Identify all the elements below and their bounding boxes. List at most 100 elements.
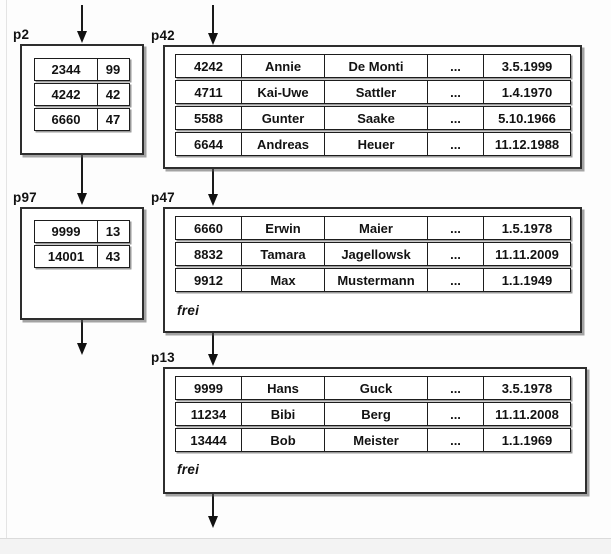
page-label-p42: p42 [151, 28, 175, 43]
cell-firstname: Andreas [240, 132, 326, 156]
cell-firstname: Erwin [240, 216, 326, 240]
arrow-shaft [212, 5, 214, 33]
free-space-label: frei [177, 462, 200, 477]
cell-date: 3.5.1999 [483, 54, 571, 78]
cell-page-ref: 47 [96, 108, 130, 131]
cell-lastname: Sattler [324, 80, 428, 104]
index-table-p97: 9999 13 14001 43 [34, 220, 130, 270]
index-row: 6660 47 [34, 108, 130, 131]
cell-key: 14001 [34, 245, 98, 268]
index-row: 14001 43 [34, 245, 130, 268]
record-table-p47: 6660 Erwin Maier ... 1.5.1978 8832 Tamar… [175, 216, 571, 294]
cell-firstname: Max [240, 268, 326, 292]
cell-id: 4242 [175, 54, 242, 78]
cell-key: 6660 [34, 108, 98, 131]
cell-page-ref: 13 [96, 220, 130, 243]
page-box-p42: 4242 Annie De Monti ... 3.5.1999 4711 Ka… [163, 45, 582, 169]
cell-page-ref: 99 [96, 58, 130, 81]
free-space-label: frei [177, 303, 200, 318]
page-box-p47: 6660 Erwin Maier ... 1.5.1978 8832 Tamar… [163, 207, 582, 333]
index-row: 4242 42 [34, 83, 130, 106]
cell-date: 1.5.1978 [483, 216, 571, 240]
record-row: 6644 Andreas Heuer ... 11.12.1988 [175, 132, 571, 156]
index-row: 9999 13 [34, 220, 130, 243]
cell-id: 6644 [175, 132, 242, 156]
arrowhead-down-icon [77, 193, 87, 205]
arrow-in-to-p42 [208, 5, 219, 45]
cell-date: 11.11.2009 [483, 242, 571, 266]
cell-firstname: Hans [240, 376, 326, 400]
cell-lastname: Guck [324, 376, 428, 400]
arrowhead-down-icon [77, 31, 87, 43]
arrow-shaft [81, 5, 83, 31]
arrow-p47-to-p13 [208, 333, 219, 366]
record-row: 6660 Erwin Maier ... 1.5.1978 [175, 216, 571, 240]
cell-date: 5.10.1966 [483, 106, 571, 130]
page-label-p97: p97 [13, 190, 37, 205]
arrow-shaft [212, 494, 214, 516]
cell-id: 9999 [175, 376, 242, 400]
arrowhead-down-icon [208, 516, 218, 528]
arrow-p97-to-next [77, 320, 88, 355]
cell-key: 9999 [34, 220, 98, 243]
index-row: 2344 99 [34, 58, 130, 81]
cell-id: 11234 [175, 402, 242, 426]
cell-ellipsis: ... [426, 216, 485, 240]
cell-ellipsis: ... [426, 268, 485, 292]
record-row: 4711 Kai-Uwe Sattler ... 1.4.1970 [175, 80, 571, 104]
cell-ellipsis: ... [426, 376, 485, 400]
cell-date: 1.4.1970 [483, 80, 571, 104]
cell-firstname: Kai-Uwe [240, 80, 326, 104]
arrowhead-down-icon [208, 194, 218, 206]
record-table-p13: 9999 Hans Guck ... 3.5.1978 11234 Bibi B… [175, 376, 571, 454]
cell-ellipsis: ... [426, 132, 485, 156]
cell-lastname: Berg [324, 402, 428, 426]
page-box-p13: 9999 Hans Guck ... 3.5.1978 11234 Bibi B… [163, 367, 587, 494]
cell-lastname: Meister [324, 428, 428, 452]
slide-bottom-margin [0, 538, 611, 554]
page-label-p47: p47 [151, 190, 175, 205]
cell-ellipsis: ... [426, 54, 485, 78]
index-table-p2: 2344 99 4242 42 6660 47 [34, 58, 130, 133]
cell-ellipsis: ... [426, 402, 485, 426]
arrow-shaft [212, 169, 214, 194]
arrow-p13-to-next [208, 494, 219, 528]
arrow-p42-to-p47 [208, 169, 219, 206]
cell-firstname: Annie [240, 54, 326, 78]
cell-id: 9912 [175, 268, 242, 292]
page-label-p2: p2 [13, 27, 30, 42]
slide-left-edge [6, 0, 7, 554]
cell-lastname: Mustermann [324, 268, 428, 292]
arrowhead-down-icon [208, 354, 218, 366]
cell-firstname: Bibi [240, 402, 326, 426]
arrow-shaft [81, 155, 83, 193]
cell-firstname: Gunter [240, 106, 326, 130]
arrowhead-down-icon [208, 33, 218, 45]
cell-date: 3.5.1978 [483, 376, 571, 400]
arrow-shaft [212, 333, 214, 354]
cell-ellipsis: ... [426, 80, 485, 104]
cell-date: 1.1.1969 [483, 428, 571, 452]
cell-id: 4711 [175, 80, 242, 104]
page-box-p97: 9999 13 14001 43 [20, 207, 144, 320]
page-box-p2: 2344 99 4242 42 6660 47 [20, 44, 144, 155]
cell-date: 11.11.2008 [483, 402, 571, 426]
cell-firstname: Tamara [240, 242, 326, 266]
record-row: 5588 Gunter Saake ... 5.10.1966 [175, 106, 571, 130]
cell-lastname: Jagellowsk [324, 242, 428, 266]
cell-id: 8832 [175, 242, 242, 266]
record-row: 9912 Max Mustermann ... 1.1.1949 [175, 268, 571, 292]
cell-date: 1.1.1949 [483, 268, 571, 292]
record-row: 13444 Bob Meister ... 1.1.1969 [175, 428, 571, 452]
cell-id: 5588 [175, 106, 242, 130]
cell-key: 4242 [34, 83, 98, 106]
record-row: 4242 Annie De Monti ... 3.5.1999 [175, 54, 571, 78]
record-table-p42: 4242 Annie De Monti ... 3.5.1999 4711 Ka… [175, 54, 571, 158]
cell-page-ref: 42 [96, 83, 130, 106]
record-row: 9999 Hans Guck ... 3.5.1978 [175, 376, 571, 400]
cell-lastname: Heuer [324, 132, 428, 156]
cell-id: 13444 [175, 428, 242, 452]
cell-id: 6660 [175, 216, 242, 240]
cell-page-ref: 43 [96, 245, 130, 268]
